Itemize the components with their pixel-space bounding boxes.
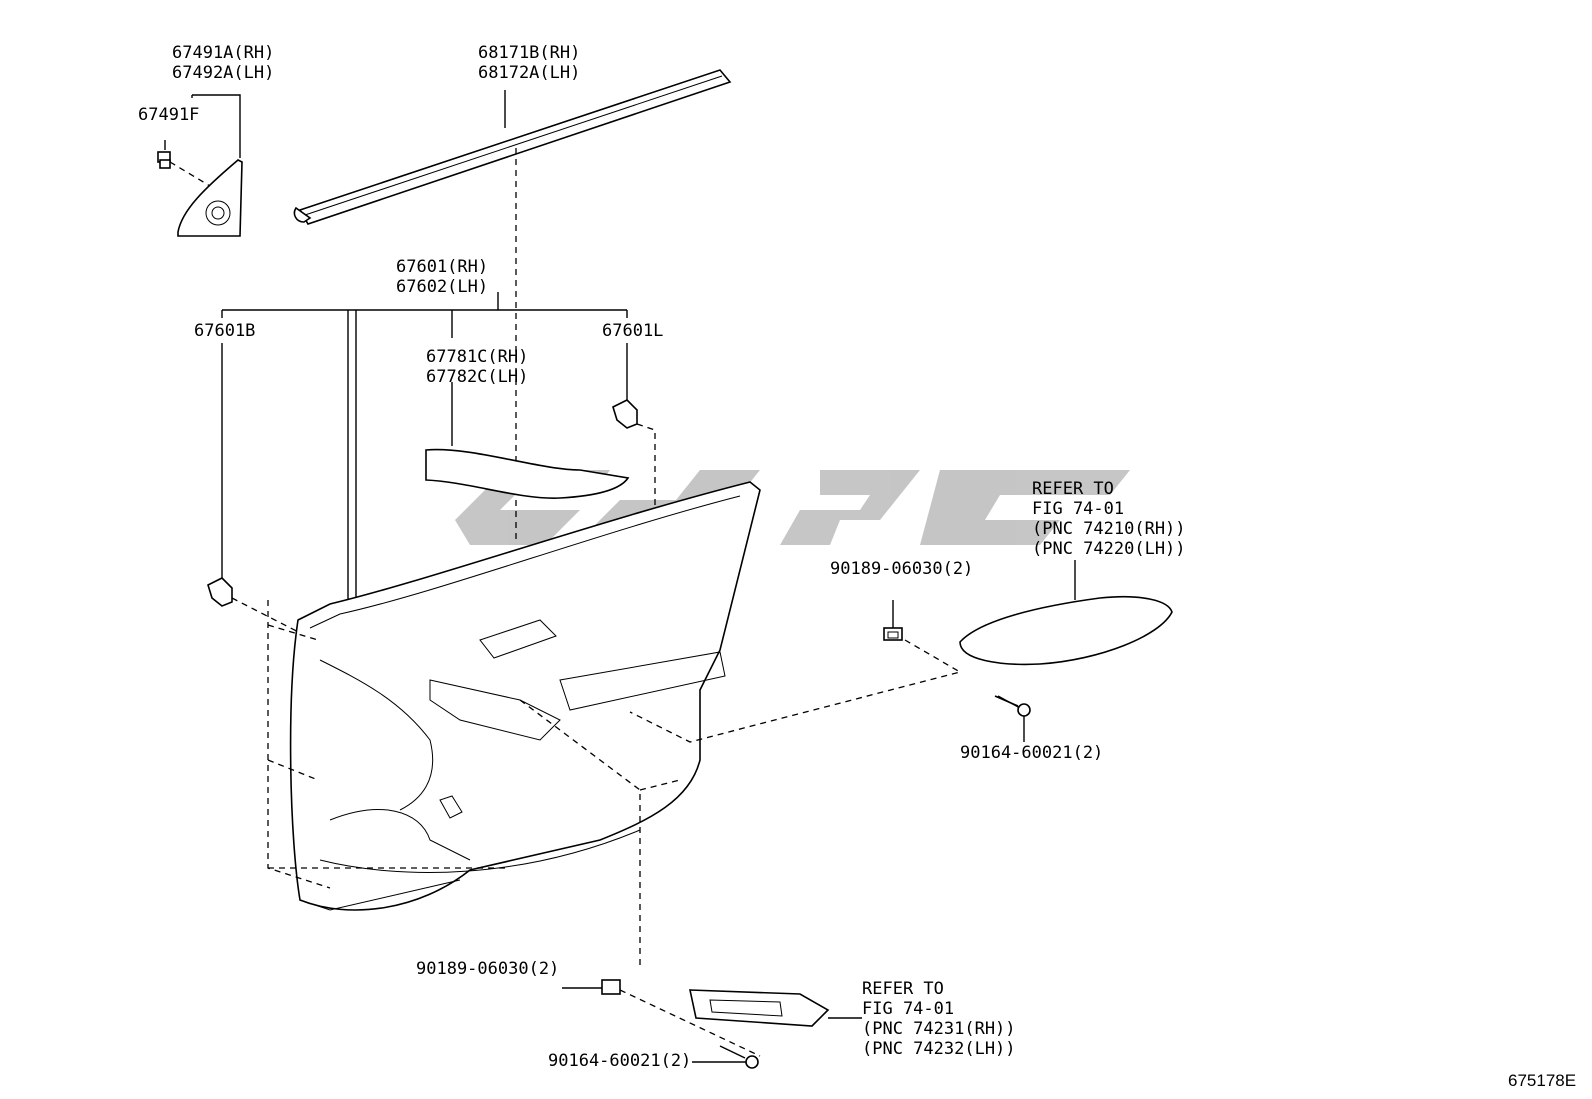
window-switch-base [689,989,830,1027]
refer-armrest-line2: FIG 74-01 [1032,499,1124,519]
belt-weatherstrip [293,69,732,225]
refer-armrest-line3: (PNC 74210(RH)) [1032,519,1186,539]
refer-armrest-line1: REFER TO [1032,479,1114,499]
clip-b [207,577,233,607]
armrest-assembly [959,595,1173,666]
label-tweeter-cover-lh: 67492A(LH) [172,63,274,83]
refer-switch-line3: (PNC 74231(RH)) [862,1019,1016,1039]
label-weatherstrip-lh: 68172A(LH) [478,63,580,83]
label-nut-top: 90189-06030(2) [830,559,973,579]
label-clip-b: 67601B [194,321,255,341]
label-trim-board-rh: 67601(RH) [396,257,488,277]
nut-top [883,627,903,641]
refer-armrest-line4: (PNC 74220(LH)) [1032,539,1186,559]
armrest-upper-panel [425,448,630,499]
label-trim-board-lh: 67602(LH) [396,277,488,297]
screw-right [994,695,1031,717]
label-screw-bottom: 90164-60021(2) [548,1051,691,1071]
label-nut-bottom: 90189-06030(2) [416,959,559,979]
screw-bottom [719,1045,759,1069]
refer-switch-line4: (PNC 74232(LH)) [862,1039,1016,1059]
refer-switch-line1: REFER TO [862,979,944,999]
figure-id: 675178E [1508,1071,1576,1090]
label-tweeter-cover-rh: 67491A(RH) [172,43,274,63]
nut-bottom [601,979,621,995]
door-trim-board [289,481,761,911]
refer-switch-line2: FIG 74-01 [862,999,954,1019]
label-tweeter-clip: 67491F [138,105,199,125]
label-screw-right: 90164-60021(2) [960,743,1103,763]
label-clip-l: 67601L [602,321,663,341]
tweeter-cover [177,159,243,237]
label-armrest-upper-rh: 67781C(RH) [426,347,528,367]
label-armrest-upper-lh: 67782C(LH) [426,367,528,387]
label-weatherstrip-rh: 68171B(RH) [478,43,580,63]
clip-l [612,399,638,429]
tweeter-clip [157,151,171,169]
